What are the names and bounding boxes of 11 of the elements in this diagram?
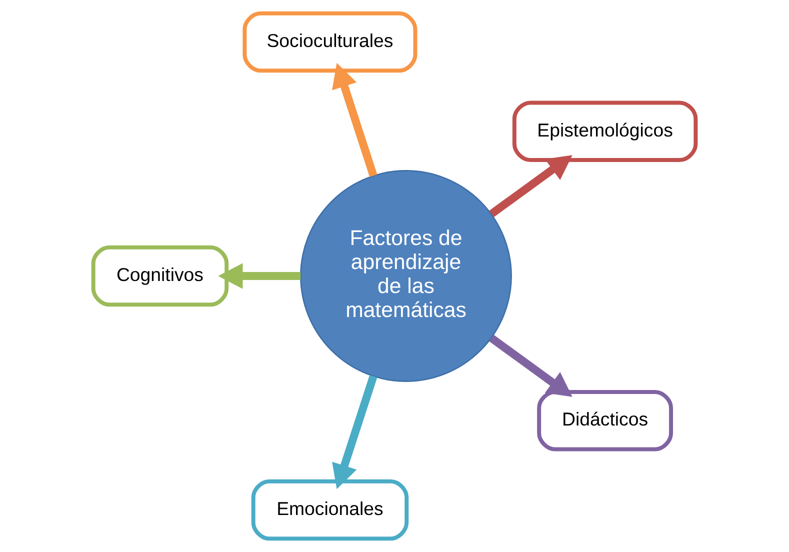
arrow: [332, 375, 378, 490]
node-box: Socioculturales: [242, 11, 418, 73]
arrow: [489, 155, 572, 218]
arrow: [332, 62, 378, 177]
node-box: Emocionales: [251, 479, 409, 541]
arrow: [218, 263, 301, 289]
node-circle: Factores de aprendizaje de las matemáticas: [300, 170, 512, 382]
node-box: Didácticos: [537, 390, 674, 452]
node-box: Cognitivos: [91, 245, 229, 307]
node-box: Epistemológicos: [512, 100, 698, 162]
arrow: [489, 334, 572, 397]
